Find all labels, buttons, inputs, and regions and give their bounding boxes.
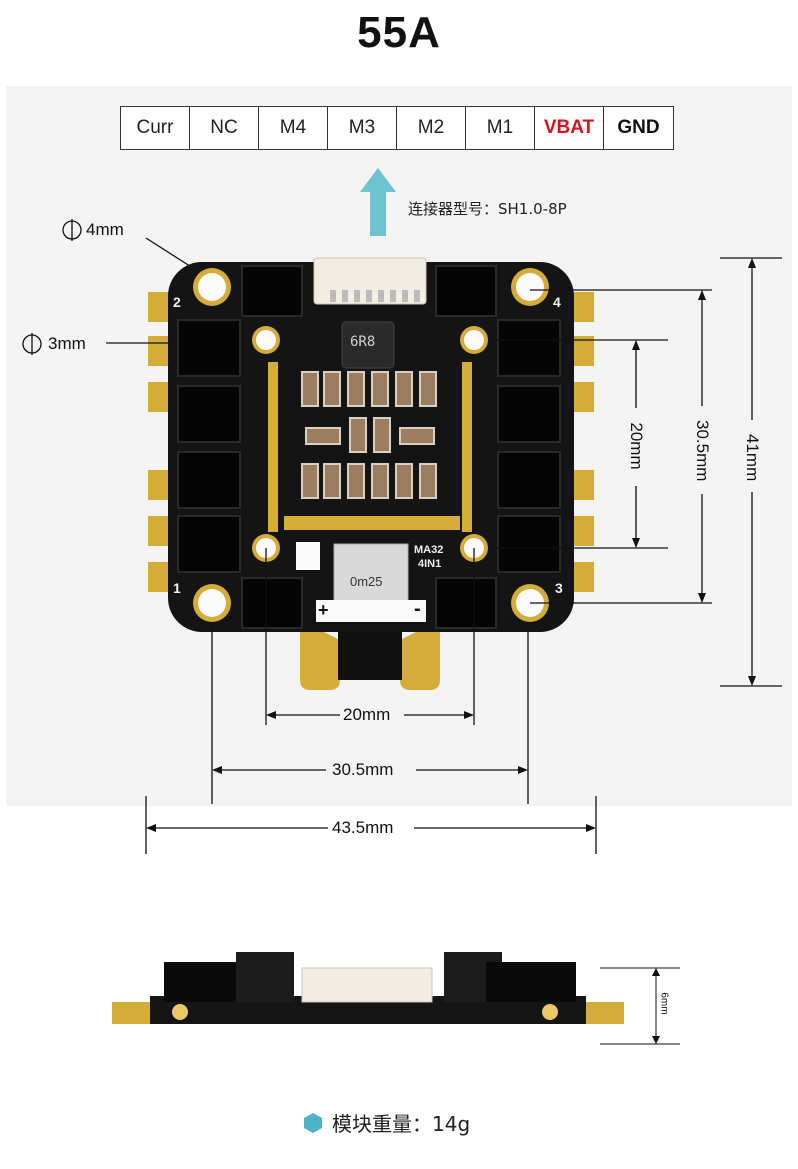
pin-cell: NC <box>190 107 259 149</box>
pin-cell-gnd: GND <box>617 117 660 138</box>
diameter-icons <box>22 219 82 355</box>
pin-cell-vbat: VBAT <box>535 107 604 149</box>
connector-arrow-icon <box>360 168 396 236</box>
side-pads <box>148 292 594 592</box>
connector-label: 连接器型号：SH1.0-8P <box>408 200 567 218</box>
shunt-mark: 0m25 <box>350 574 383 589</box>
pin-cell: Curr <box>121 107 190 149</box>
weight-label: 模块重量：14g <box>332 1112 471 1136</box>
corner-number-1: 1 <box>173 580 181 596</box>
inductor <box>341 321 395 369</box>
mounting-holes-large <box>193 268 549 622</box>
pin-cell: M1 <box>466 107 535 149</box>
corner-number-3: 3 <box>555 580 563 596</box>
pin-cell: M3 <box>328 107 397 149</box>
pin-cell: M2 <box>397 107 466 149</box>
brand-logo-icon <box>296 542 320 570</box>
hexagon-bullet-icon <box>304 1112 322 1133</box>
dim-h-mid: 30.5mm <box>332 760 394 779</box>
dim-h-outer: 43.5mm <box>332 818 394 837</box>
power-pad-strip <box>316 600 426 622</box>
hole-size-large-label: 4mm <box>86 220 124 239</box>
dimension-lines <box>106 237 782 854</box>
chip-sub-mark: 4IN1 <box>418 558 442 570</box>
plus-mark: + <box>318 600 329 620</box>
pinout-table: Curr NC M4 M3 M2 M1 VBAT GND <box>120 106 674 150</box>
corner-number-4: 4 <box>553 294 561 310</box>
weight-row: 模块重量：14g <box>302 1108 470 1137</box>
capacitors <box>301 371 437 499</box>
minus-mark: - <box>414 598 421 620</box>
power-leads <box>300 620 440 690</box>
page-title: 55A <box>357 8 441 57</box>
chip-mark: MA32 <box>414 544 444 556</box>
bus-bars <box>268 362 472 532</box>
corner-number-2: 2 <box>173 294 181 310</box>
hole-size-small-label: 3mm <box>48 334 86 353</box>
pin-cell: M4 <box>259 107 328 149</box>
mosfets <box>177 265 561 629</box>
inductor-mark: 6R8 <box>350 334 376 350</box>
dimension-arrows <box>146 258 756 832</box>
dim-h-inner: 20mm <box>343 705 391 724</box>
connector-pins <box>330 290 420 302</box>
dim-v-outer: 41mm <box>743 434 762 482</box>
dim-thickness: 6mm <box>658 992 670 1015</box>
dim-v-inner: 20mm <box>627 422 646 470</box>
side-view <box>112 952 680 1045</box>
dim-v-mid: 30.5mm <box>693 420 712 482</box>
